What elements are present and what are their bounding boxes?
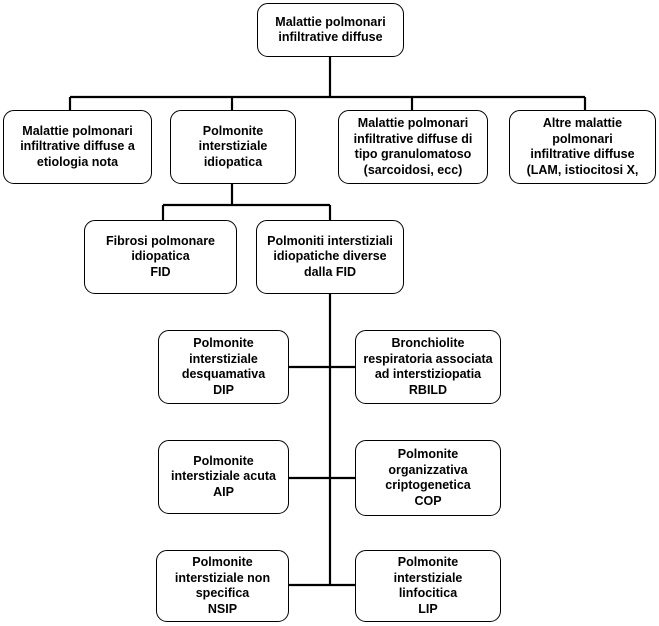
node-cop: Polmonite organizzativa criptogenetica C…: [355, 440, 501, 516]
node-line: Polmoniti interstiziali: [267, 233, 393, 248]
node-altre-malattie: Altre malattie polmonari infiltrative di…: [509, 110, 656, 184]
root-node: Malattie polmonari infiltrative diffuse: [257, 3, 404, 57]
node-line: Polmonite: [202, 123, 264, 138]
node-line: linfocitica: [398, 586, 458, 600]
node-line: idiopatica: [131, 249, 190, 264]
node-line: desquamativa: [181, 367, 266, 381]
node-line: FID: [150, 264, 171, 279]
node-lip: Polmonite interstiziale linfocitica LIP: [355, 550, 501, 622]
node-line: Malattie polmonari: [357, 116, 469, 130]
node-line: criptogenetica: [385, 478, 471, 492]
node-aip: Polmonite interstiziale acuta AIP: [158, 440, 289, 514]
node-line: (sarcoidosi, ecc): [363, 162, 463, 177]
node-line: organizzativa: [388, 462, 468, 477]
node-line: RBILD: [408, 382, 448, 397]
node-line: Altre malattie: [542, 116, 623, 130]
node-line: Polmonite: [397, 447, 459, 461]
node-line: tipo granulomatoso: [354, 147, 472, 161]
node-line: specifica: [195, 586, 250, 600]
node-line: Polmonite: [193, 453, 254, 468]
node-line: Fibrosi polmonare: [105, 233, 216, 248]
node-line: Malattie polmonari: [275, 14, 386, 29]
node-line: LIP: [418, 601, 438, 616]
node-line: infiltrative diffuse a: [20, 139, 135, 154]
node-line: AIP: [213, 484, 234, 499]
node-line: dalla FID: [303, 264, 357, 279]
node-polmoniti-diverse-fid: Polmoniti interstiziali idiopatiche dive…: [256, 220, 404, 294]
node-fid: Fibrosi polmonare idiopatica FID: [84, 220, 237, 294]
node-line: infiltrative diffuse: [278, 30, 383, 44]
node-line: interstiziale: [198, 139, 268, 154]
node-line: idiopatiche diverse: [273, 249, 387, 264]
node-granulomatoso: Malattie polmonari infiltrative diffuse …: [338, 110, 488, 184]
node-line: respiratoria associata: [363, 351, 493, 366]
node-line: Malattie polmonari: [22, 123, 133, 138]
node-line: polmonari: [552, 131, 613, 146]
node-etiologia-nota: Malattie polmonari infiltrative diffuse …: [3, 110, 152, 184]
node-line: interstiziale: [189, 351, 258, 366]
node-line: Bronchiolite: [391, 336, 465, 350]
node-line: Polmonite: [397, 555, 459, 569]
node-line: COP: [414, 493, 442, 508]
node-polmonite-interstiziale-idiopatica: Polmonite interstiziale idiopatica: [170, 110, 296, 184]
node-line: idiopatica: [203, 154, 263, 169]
node-line: interstiziale non: [174, 570, 271, 585]
node-line: infiltrative diffuse: [530, 147, 635, 161]
node-nsip: Polmonite interstiziale non specifica NS…: [156, 550, 289, 622]
node-line: interstiziale acuta: [171, 469, 276, 484]
node-line: Polmonite: [192, 555, 253, 569]
node-line: NSIP: [207, 601, 238, 616]
node-line: interstiziale: [393, 570, 463, 585]
node-dip: Polmonite interstiziale desquamativa DIP: [158, 330, 289, 404]
node-line: (LAM, istiocitosi X,: [526, 162, 639, 177]
node-rbild: Bronchiolite respiratoria associata ad i…: [355, 330, 501, 404]
node-line: Polmonite: [193, 336, 254, 350]
node-line: infiltrative diffuse di: [353, 131, 473, 146]
node-line: ad interstiziopatia: [374, 367, 482, 381]
node-line: DIP: [213, 382, 234, 397]
node-line: etiologia nota: [36, 154, 119, 169]
